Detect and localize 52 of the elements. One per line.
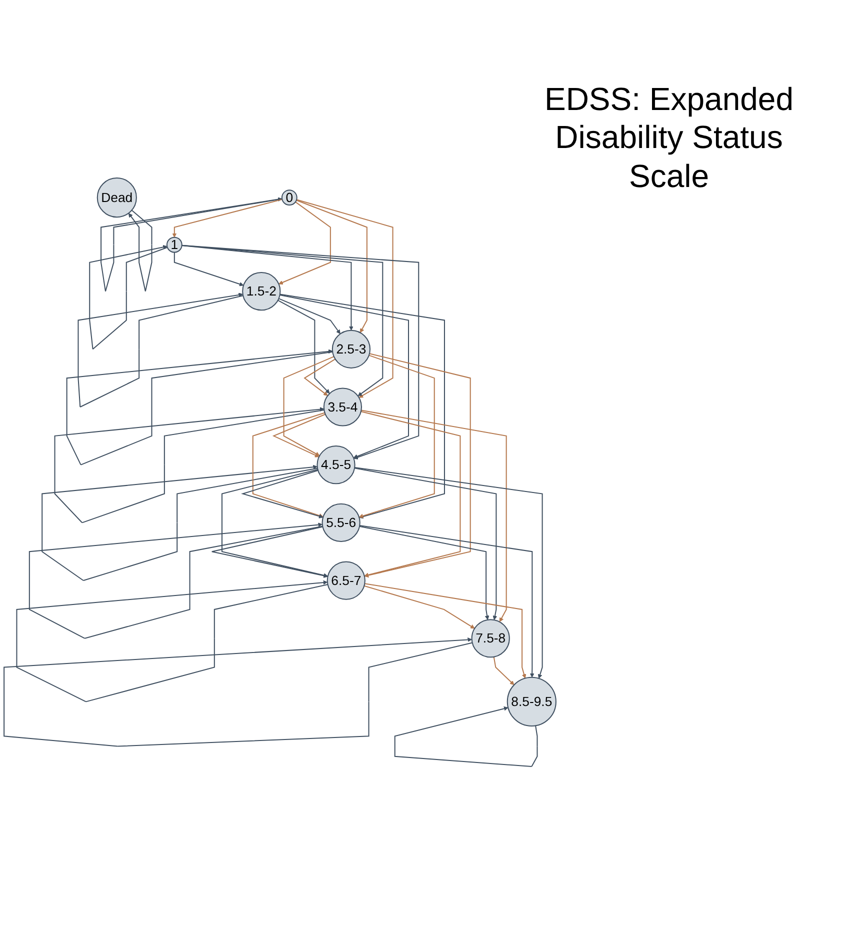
arrow	[283, 356, 334, 456]
arrow	[278, 201, 331, 284]
node-circle: 5.5-6	[322, 503, 360, 542]
node-circle: Dead	[96, 177, 137, 218]
node-circle: 0	[281, 189, 298, 206]
node-circle: 1	[166, 236, 182, 252]
node-circle: 4.5-5	[316, 445, 356, 484]
arrow	[360, 524, 534, 678]
arrow	[89, 244, 168, 350]
node-circle: 3.5-4	[323, 387, 362, 426]
arrow	[28, 522, 323, 639]
arrow	[354, 467, 498, 620]
diagram-title: EDSS: Expanded Disability Status Scale	[543, 80, 795, 196]
arrow	[182, 244, 354, 330]
arrow	[394, 706, 538, 767]
arrow	[354, 466, 543, 678]
arrow	[172, 198, 282, 238]
arrow	[360, 410, 461, 577]
arrow	[241, 470, 324, 518]
arrow	[42, 464, 318, 581]
arrow	[128, 210, 152, 292]
arrow	[280, 293, 445, 518]
arrow	[221, 468, 328, 578]
arrow	[211, 526, 328, 578]
arrow	[182, 244, 420, 460]
node-circle: 8.5-9.5	[506, 676, 556, 726]
arrow	[364, 582, 526, 678]
arrow	[252, 412, 325, 518]
arrow	[304, 358, 336, 396]
arrow	[174, 252, 244, 286]
arrow	[66, 348, 333, 465]
arrow	[100, 196, 282, 292]
node-circle: 6.5-7	[326, 560, 366, 600]
node-circle: 1.5-2	[242, 272, 281, 310]
arrow	[16, 580, 328, 702]
arrow	[364, 585, 475, 628]
arrow	[296, 198, 394, 398]
arrow	[358, 354, 435, 518]
arrow	[278, 300, 330, 394]
arrow	[272, 413, 326, 457]
node-circle: 2.5-3	[332, 330, 370, 368]
arrow	[4, 637, 472, 746]
arrow	[493, 656, 514, 685]
arrow	[361, 409, 507, 622]
arrow	[280, 294, 410, 458]
arrow	[78, 292, 244, 408]
arrow	[182, 244, 384, 396]
arrow	[278, 298, 340, 334]
node-circle: 7.5-8	[471, 618, 510, 658]
arrow	[296, 199, 368, 333]
arrow	[359, 526, 490, 620]
arrow	[54, 406, 324, 523]
